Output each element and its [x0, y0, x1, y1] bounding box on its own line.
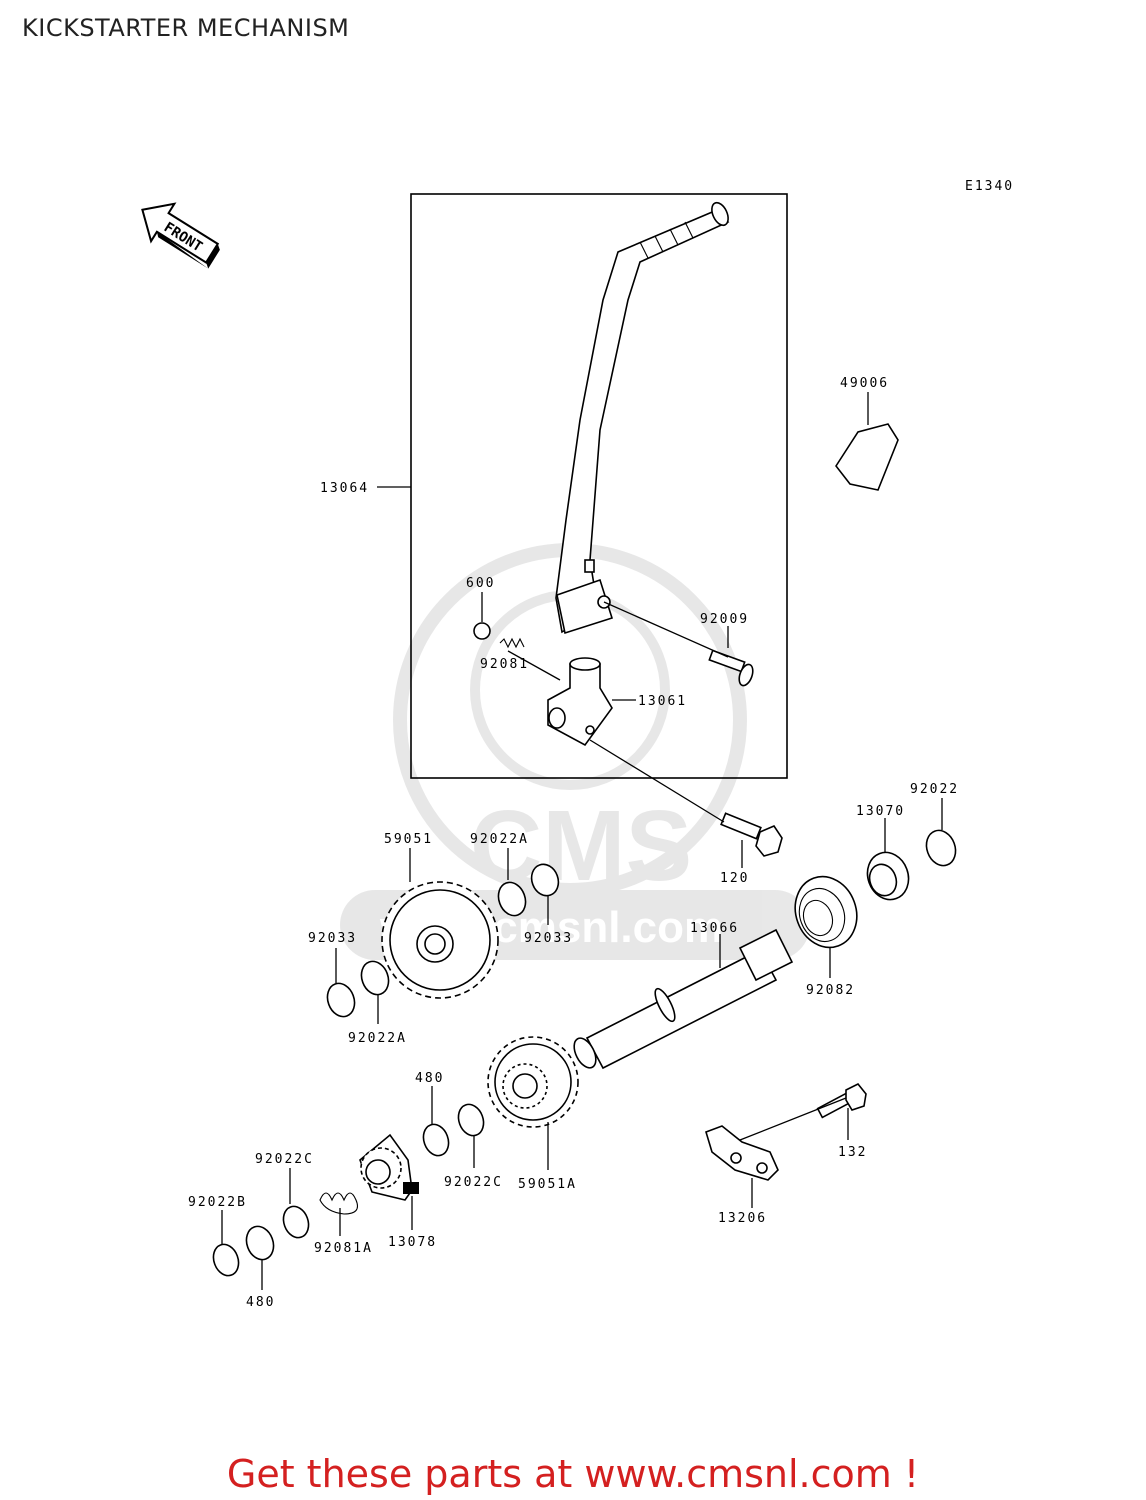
- washer-92022A-bottom: [360, 960, 390, 996]
- washer-92022C-mid: [457, 1103, 485, 1137]
- label-13064: 13064: [320, 481, 369, 496]
- ratchet-13078: [359, 1133, 419, 1201]
- kick-spring-92082: [794, 875, 858, 949]
- page-title: KICKSTARTER MECHANISM: [22, 14, 350, 42]
- washer-92022: [925, 829, 957, 867]
- circlip-480-bottom: [245, 1225, 275, 1261]
- spring-92081A: [319, 1192, 359, 1215]
- promo-link[interactable]: Get these parts at www.cmsnl.com !: [226, 1452, 920, 1496]
- label-600: 600: [466, 576, 495, 591]
- label-92081: 92081: [480, 657, 529, 672]
- bolt-132: [816, 1082, 867, 1119]
- label-92022A-top: 92022A: [470, 832, 529, 847]
- label-92022A-bottom: 92022A: [348, 1031, 407, 1046]
- label-13066: 13066: [690, 921, 739, 936]
- diagram-code: E1340: [965, 179, 1014, 194]
- leader-lines: [221, 392, 943, 1290]
- label-13206: 13206: [718, 1211, 767, 1226]
- label-92009: 92009: [700, 612, 749, 627]
- label-13078: 13078: [388, 1235, 437, 1250]
- spring-92081: [499, 637, 525, 649]
- label-13070: 13070: [856, 804, 905, 819]
- label-132: 132: [838, 1145, 867, 1160]
- front-arrow-icon: FRONT: [141, 202, 220, 269]
- bolt-92009: [708, 649, 754, 687]
- bolt-120: [720, 812, 783, 857]
- kick-lever-group-box: [410, 193, 788, 779]
- washer-92022B: [212, 1243, 240, 1277]
- label-480-bottom: 480: [246, 1295, 275, 1310]
- circlip-92033-left: [326, 982, 356, 1018]
- ball-600: [473, 622, 491, 640]
- guide-13070: [866, 851, 910, 901]
- kick-shaft-13066: [573, 928, 794, 1070]
- label-92022C-mid: 92022C: [444, 1175, 503, 1190]
- kick-pedal-lever: [555, 201, 730, 635]
- kick-boss-13061: [547, 657, 613, 747]
- label-92033-right: 92033: [524, 931, 573, 946]
- label-480-top: 480: [415, 1071, 444, 1086]
- plate-13206: [705, 1125, 779, 1181]
- label-59051A: 59051A: [518, 1177, 577, 1192]
- gear-59051: [381, 881, 499, 999]
- label-92033-left: 92033: [308, 931, 357, 946]
- label-92022B: 92022B: [188, 1195, 247, 1210]
- label-92022: 92022: [910, 782, 959, 797]
- label-59051: 59051: [384, 832, 433, 847]
- label-92081A: 92081A: [314, 1241, 373, 1256]
- circlip-92033-right: [530, 863, 560, 897]
- washer-92022C-left: [282, 1205, 310, 1239]
- label-49006: 49006: [840, 376, 889, 391]
- label-13061: 13061: [638, 694, 687, 709]
- label-92022C-left: 92022C: [255, 1152, 314, 1167]
- circlip-480-top: [422, 1123, 450, 1157]
- kick-boot-49006: [835, 423, 899, 491]
- label-92082: 92082: [806, 983, 855, 998]
- gear-59051A: [487, 1036, 579, 1128]
- label-120: 120: [720, 871, 749, 886]
- washer-92022A-top: [497, 881, 527, 917]
